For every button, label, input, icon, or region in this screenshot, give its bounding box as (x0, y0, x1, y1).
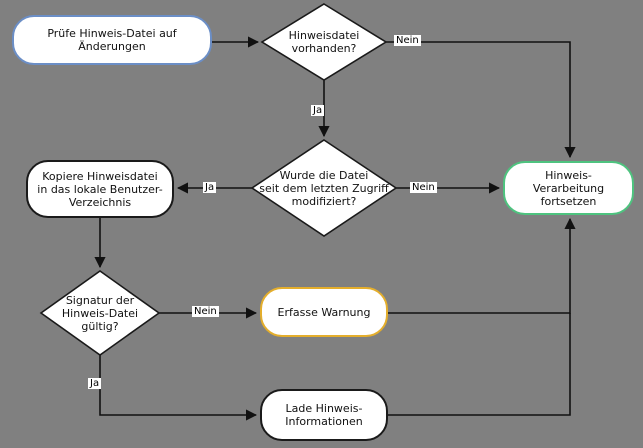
node-start[interactable]: Prüfe Hinweis-Datei auf Änderungen (12, 15, 212, 65)
node-decision-file-modified-label: Wurde die Datei seit dem letzten Zugriff… (259, 168, 389, 208)
node-load-info-label: Lade Hinweis- Informationen (285, 402, 363, 428)
edge-label-signature-no: Nein (192, 306, 219, 317)
edge-warning-to-continue (388, 217, 576, 314)
node-continue-processing[interactable]: Hinweis-Verarbeitung fortsetzen (503, 161, 634, 215)
node-decision-signature-valid[interactable]: Signatur der Hinweis-Datei gültig? (39, 270, 161, 356)
edge-signature-yes (99, 355, 258, 421)
node-decision-signature-valid-label: Signatur der Hinweis-Datei gültig? (61, 293, 139, 333)
edge-label-modified-no: Nein (410, 182, 437, 193)
node-log-warning[interactable]: Erfasse Warnung (260, 287, 388, 337)
node-load-info[interactable]: Lade Hinweis- Informationen (260, 389, 388, 441)
edge-label-signature-yes: Ja (88, 378, 102, 389)
edge-exists-no (386, 41, 576, 159)
node-start-label: Prüfe Hinweis-Datei auf Änderungen (47, 27, 177, 53)
node-copy-file[interactable]: Kopiere Hinweisdatei in das lokale Benut… (26, 160, 174, 218)
node-decision-file-exists-label: Hinweisdatei vorhanden? (288, 29, 360, 55)
edge-label-exists-no: Nein (394, 35, 421, 46)
edge-load-to-continue (388, 313, 571, 416)
edge-label-modified-yes: Ja (203, 182, 217, 193)
node-decision-file-modified[interactable]: Wurde die Datei seit dem letzten Zugriff… (250, 139, 398, 237)
node-log-warning-label: Erfasse Warnung (277, 305, 371, 319)
node-copy-file-label: Kopiere Hinweisdatei in das lokale Benut… (37, 169, 163, 209)
node-decision-file-exists[interactable]: Hinweisdatei vorhanden? (260, 3, 388, 81)
edge-label-exists-yes: Ja (311, 105, 325, 116)
node-continue-processing-label: Hinweis-Verarbeitung fortsetzen (532, 168, 605, 208)
